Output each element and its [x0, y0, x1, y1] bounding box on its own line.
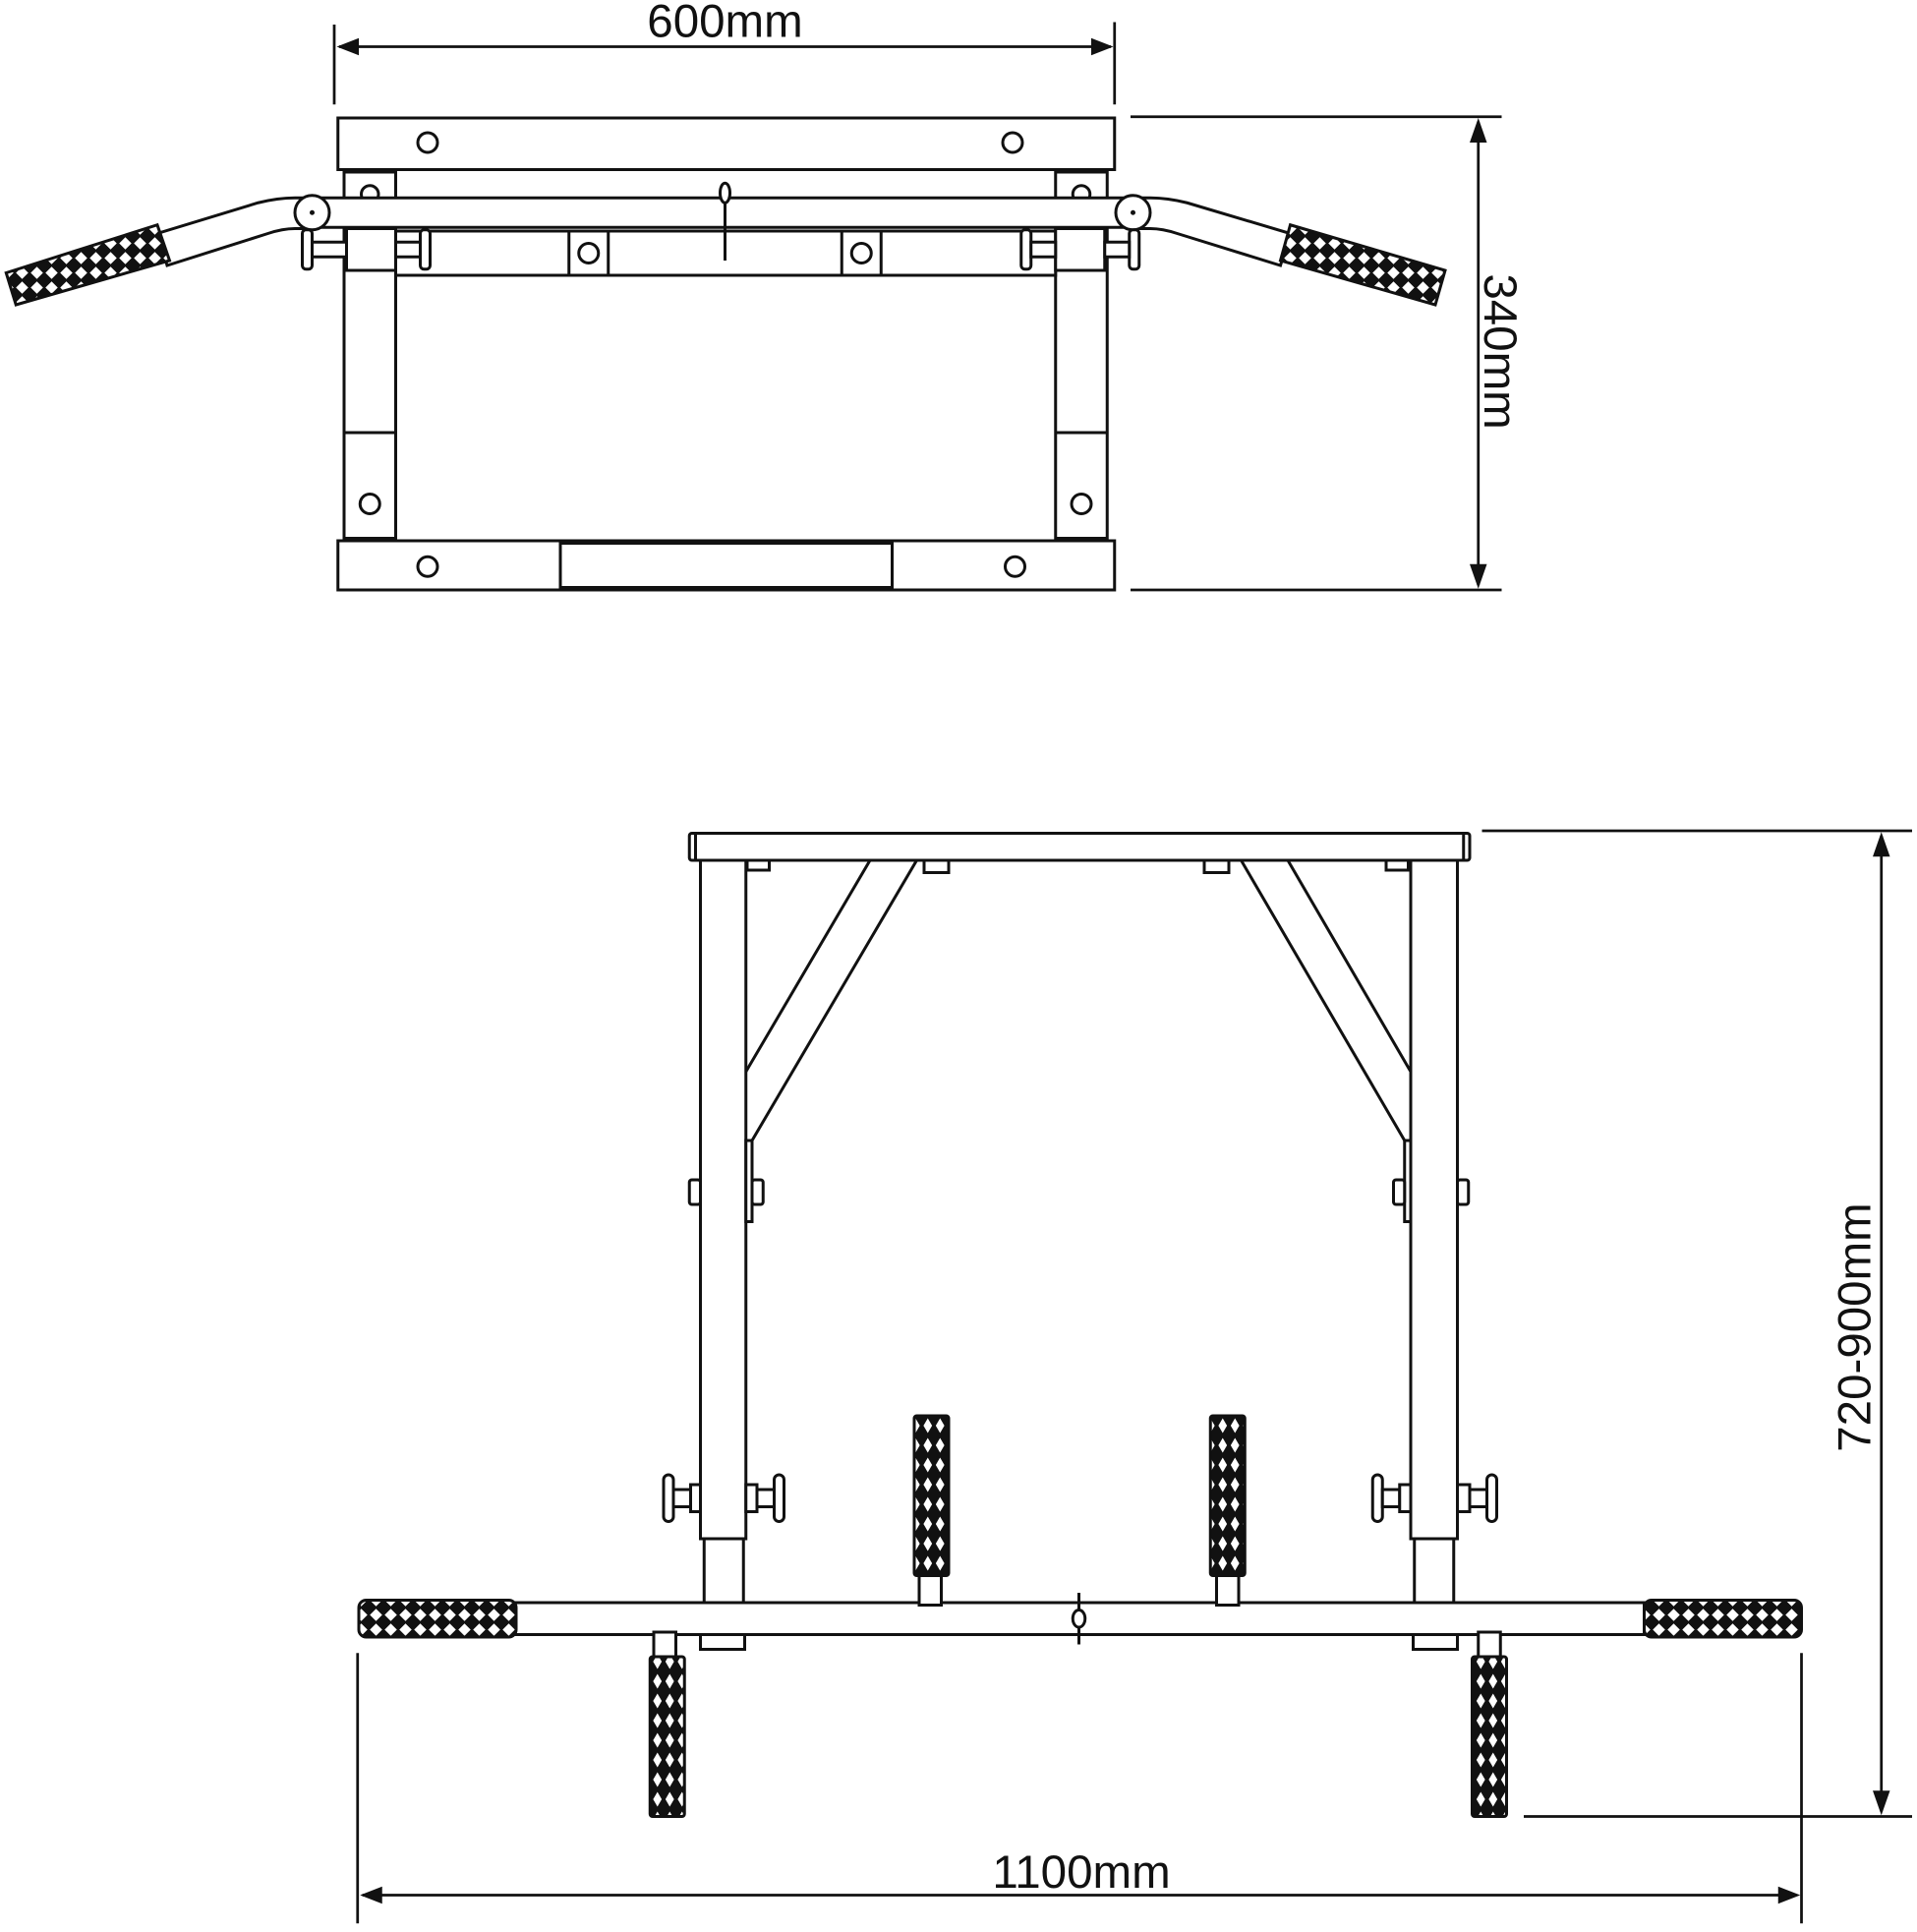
right-end-grip	[1643, 1599, 1803, 1639]
left-diagonal-brace	[744, 859, 918, 1142]
right-adjust-knobs	[1370, 1473, 1498, 1523]
left-end-grip	[357, 1599, 518, 1639]
bolt-hole-icon	[1004, 555, 1026, 578]
nuts	[711, 858, 1444, 874]
right-bent-bar	[1130, 196, 1293, 267]
right-upright	[1409, 858, 1459, 1541]
left-inner-tube	[702, 1537, 745, 1605]
lower-right-handle	[1471, 1655, 1508, 1818]
right-clamp	[1019, 227, 1141, 272]
arrow-up-icon	[1873, 832, 1890, 857]
top-wall-plate	[336, 116, 1117, 171]
bolt-hole-icon	[849, 242, 873, 264]
right-diagonal-brace	[1240, 859, 1413, 1142]
wall-plate	[687, 832, 1472, 862]
dimension-depth-340: 340mm	[1131, 115, 1526, 592]
right-inner-tube	[1413, 1537, 1456, 1605]
arrow-left-icon	[336, 37, 359, 56]
right-knurled-grip	[1278, 222, 1447, 307]
top-view: 600mm	[4, 0, 1526, 592]
dimension-width-600: 600mm	[332, 0, 1117, 105]
bolt-hole-icon	[358, 493, 381, 515]
dimension-width-1100: 1100mm	[356, 1653, 1803, 1924]
bolt-hole-icon	[1001, 131, 1024, 154]
height-label: 720-900mm	[1830, 1202, 1882, 1451]
depth-label: 340mm	[1474, 273, 1526, 429]
arrow-down-icon	[1873, 1790, 1890, 1816]
bolt-hole-icon	[1070, 493, 1093, 515]
arrow-right-icon	[1777, 1886, 1801, 1904]
bolt-hole-icon	[416, 131, 439, 154]
width-label: 600mm	[647, 0, 802, 48]
bolt-hole-icon	[577, 242, 601, 264]
lower-left-handle	[648, 1655, 686, 1818]
pin-head	[719, 181, 731, 205]
bottom-plate-slot	[558, 542, 894, 589]
arrow-down-icon	[1470, 563, 1487, 589]
front-view: 720-900mm 1100mm	[356, 829, 1912, 1924]
left-knurled-grip	[4, 222, 172, 307]
left-upright	[699, 858, 748, 1541]
dimension-height-720-900: 720-900mm	[1481, 829, 1912, 1818]
left-bent-bar	[155, 196, 316, 267]
bottom-wall-plate	[336, 539, 1117, 592]
left-clamp	[301, 227, 432, 272]
arrow-right-icon	[1091, 37, 1114, 56]
bolt-hole-icon	[416, 555, 439, 578]
upper-right-handle	[1208, 1414, 1247, 1577]
arrow-up-icon	[1470, 118, 1487, 143]
left-adjust-knobs	[662, 1473, 785, 1523]
arrow-left-icon	[360, 1886, 382, 1904]
overall-width-label: 1100mm	[992, 1846, 1170, 1899]
upper-left-handle	[912, 1414, 951, 1577]
